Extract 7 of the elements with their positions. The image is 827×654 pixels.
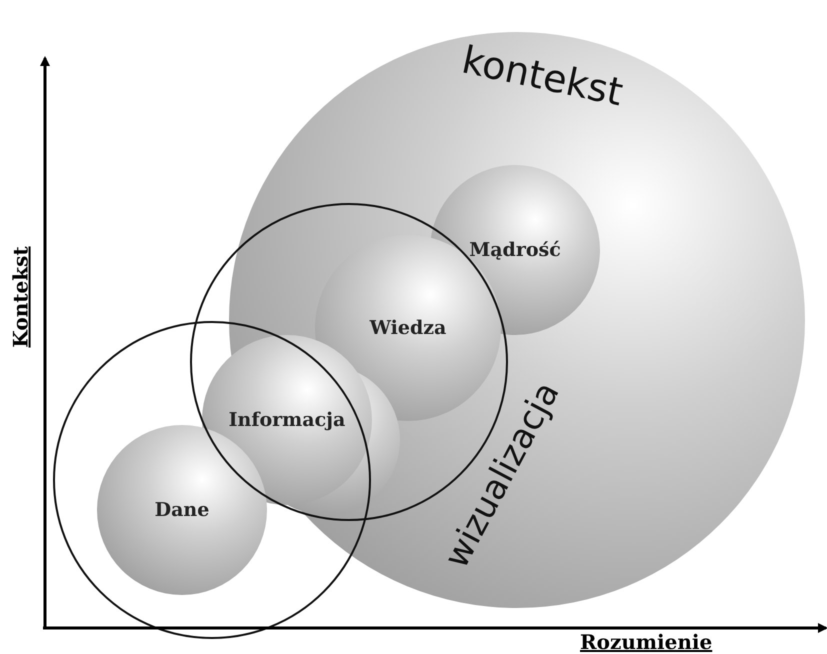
axis-title: Kontekst <box>8 246 33 348</box>
sphere-label: Mądrość <box>468 239 562 261</box>
sphere-label: Wiedza <box>368 317 448 339</box>
axis-title: Rozumienie <box>580 630 712 654</box>
sphere-title: kontekst <box>458 38 627 114</box>
sphere-label: Dane <box>154 499 210 521</box>
sphere-label: Informacja <box>228 409 346 431</box>
